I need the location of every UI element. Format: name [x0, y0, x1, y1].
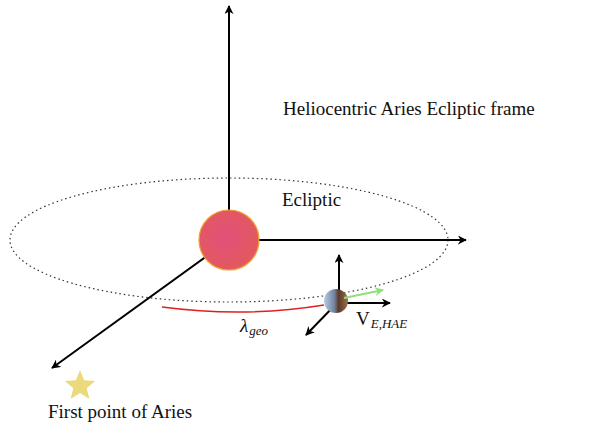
x-axis: [52, 240, 229, 368]
velocity-subscript: E,HAE: [371, 317, 407, 330]
earth: [324, 289, 348, 313]
frame-title: Heliocentric Aries Ecliptic frame: [283, 99, 535, 118]
y-axis: [229, 239, 466, 241]
z-axis: [228, 6, 230, 240]
velocity-arrow: [344, 290, 383, 298]
direction-label: First point of Aries: [48, 402, 192, 421]
aries-star: [65, 370, 95, 399]
velocity-symbol: V: [356, 309, 370, 328]
longitude-subscript: geo: [249, 324, 268, 337]
longitude-arc: [162, 305, 324, 312]
orbit-label: Ecliptic: [282, 190, 341, 209]
longitude-symbol: λ: [240, 316, 248, 335]
sun: [199, 210, 259, 270]
